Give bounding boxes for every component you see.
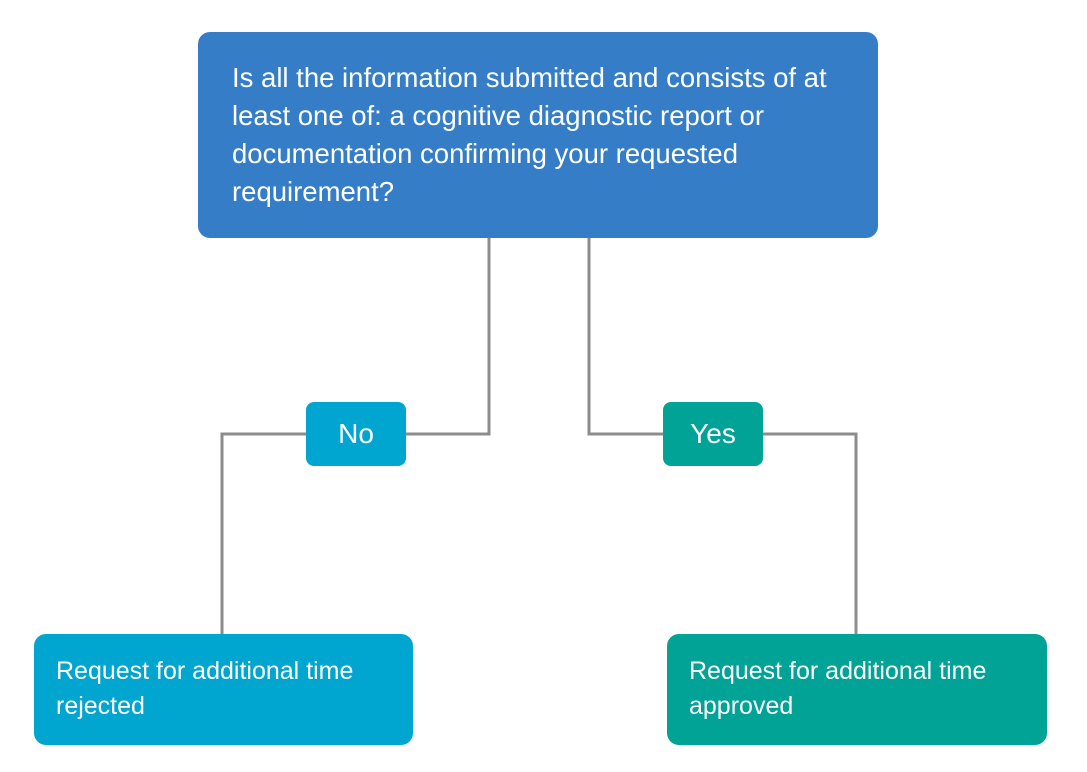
approved-outcome-box: Request for additional time approved [667, 634, 1047, 745]
connector-no [220, 230, 491, 634]
yes-label-text: Yes [690, 418, 736, 449]
decision-question-box: Is all the information submitted and con… [198, 32, 878, 238]
decision-question-text: Is all the information submitted and con… [232, 62, 827, 207]
rejected-outcome-box: Request for additional time rejected [34, 634, 413, 745]
no-label-text: No [338, 418, 374, 449]
connector-yes [587, 230, 858, 634]
no-branch-label: No [306, 402, 406, 466]
yes-branch-label: Yes [663, 402, 763, 466]
rejected-outcome-text: Request for additional time rejected [56, 657, 354, 720]
approved-outcome-text: Request for additional time approved [689, 657, 987, 720]
